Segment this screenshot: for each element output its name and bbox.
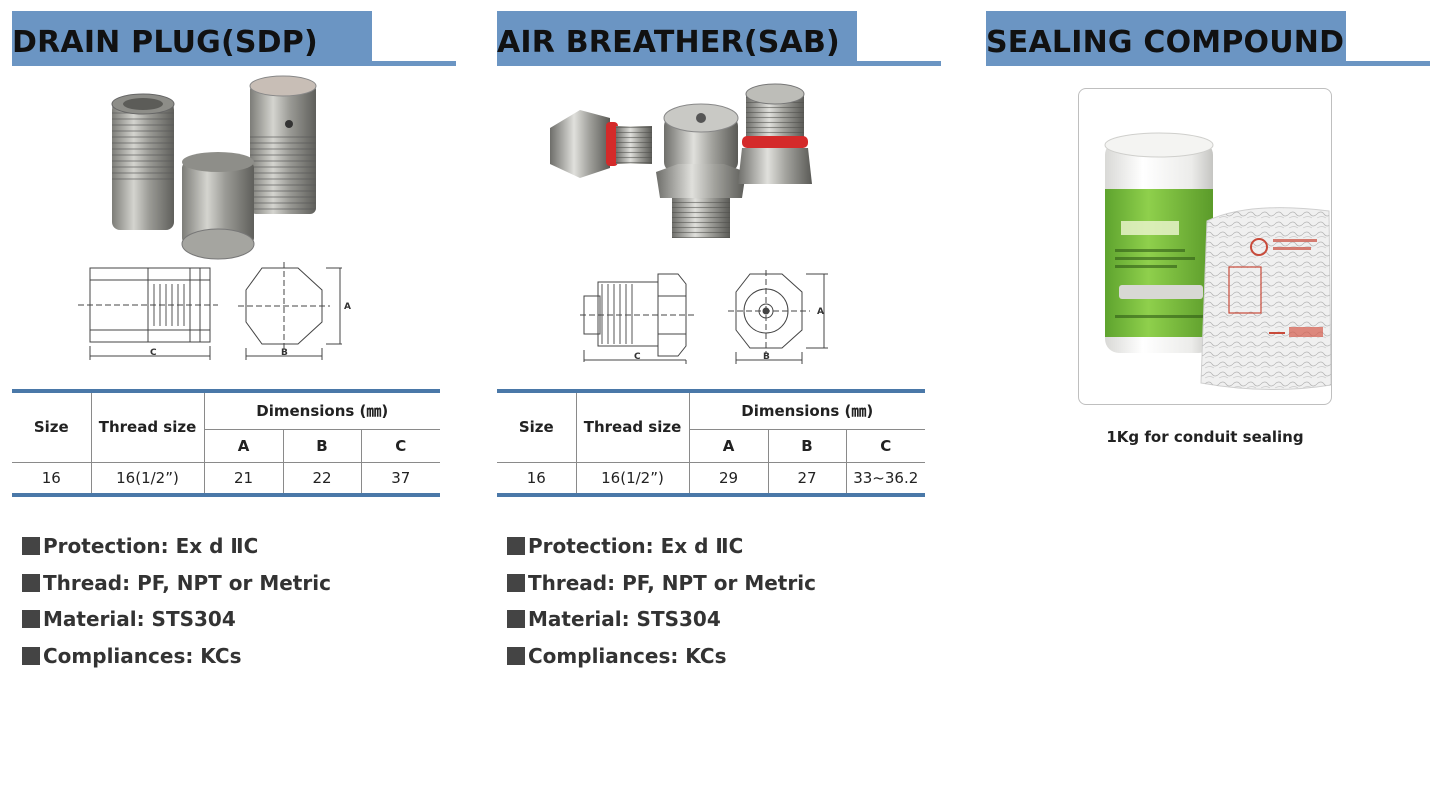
table-row: 16 16(1/2”) 21 22 37 — [12, 462, 440, 494]
list-item: Thread: PF, NPT or Metric — [22, 570, 331, 607]
drain-plug-photo — [111, 75, 317, 260]
sealing-compound-caption: 1Kg for conduit sealing — [1106, 428, 1304, 446]
header-a: A — [689, 429, 769, 463]
feature-text: Thread: PF, NPT or Metric — [43, 570, 331, 595]
cell-size: 16 — [497, 462, 577, 494]
list-item: Material: STS304 — [22, 606, 331, 643]
square-bullet-icon — [22, 610, 40, 628]
header-tab — [12, 11, 372, 63]
section-header-sealing-compound: SEALING COMPOUND — [986, 11, 1430, 66]
header-thread: Thread size — [576, 393, 690, 463]
drain-plug-spec-table: Size Thread size Dimensions (㎜) A B C 16… — [12, 393, 440, 494]
drain-plug-drawing: C B A — [78, 262, 351, 360]
header-a: A — [204, 429, 284, 463]
cell-c: 33~36.2 — [853, 469, 919, 488]
table-bottom-rule — [12, 493, 440, 497]
dim-label-b: B — [281, 348, 288, 358]
header-c: C — [846, 429, 925, 463]
air-breather-drawing: C B A — [580, 270, 828, 364]
dim-label-c: C — [634, 352, 641, 362]
feature-text: Thread: PF, NPT or Metric — [528, 570, 816, 595]
sealing-compound-photo — [1104, 132, 1331, 391]
list-item: Thread: PF, NPT or Metric — [507, 570, 816, 607]
square-bullet-icon — [507, 646, 525, 665]
list-item: Material: STS304 — [507, 606, 816, 643]
list-item: Protection: Ex d ⅡC — [507, 533, 816, 570]
header-thread: Thread size — [91, 393, 205, 463]
table-top-rule — [497, 389, 925, 393]
dim-label-b: B — [763, 352, 770, 362]
square-bullet-icon — [507, 537, 525, 555]
list-item: Compliances: KCs — [22, 643, 331, 680]
cell-b: 27 — [768, 462, 847, 494]
cell-c: 37 — [391, 469, 411, 488]
feature-text: Material: STS304 — [528, 607, 721, 631]
section-title: DRAIN PLUG(SDP) — [12, 25, 318, 60]
air-breather-photo — [550, 83, 812, 238]
cell-size: 16 — [12, 462, 92, 494]
cell-a: 29 — [689, 462, 769, 494]
section-header-drain-plug: DRAIN PLUG(SDP) — [12, 11, 456, 66]
header-tab — [986, 11, 1346, 63]
header-dimensions: Dimensions (㎜) — [689, 393, 925, 430]
square-bullet-icon — [22, 646, 40, 665]
square-bullet-icon — [507, 610, 525, 628]
square-bullet-icon — [507, 573, 525, 592]
feature-text: Material: STS304 — [43, 607, 236, 631]
dim-label-c: C — [150, 348, 157, 358]
header-rule — [986, 61, 1430, 66]
table-bottom-rule — [497, 493, 925, 497]
table-row: 16 16(1/2”) 29 27 33~36.2 — [497, 462, 925, 494]
air-breather-spec-table: Size Thread size Dimensions (㎜) A B C 16… — [497, 393, 925, 494]
air-breather-features: Protection: Ex d ⅡC Thread: PF, NPT or M… — [507, 533, 816, 679]
header-tab — [497, 11, 857, 63]
list-item: Compliances: KCs — [507, 643, 816, 680]
header-rule — [497, 61, 941, 66]
header-rule — [12, 61, 456, 66]
header-b: B — [768, 429, 847, 463]
cell-thread: 16(1/2”) — [91, 462, 205, 494]
dim-label-a: A — [817, 307, 824, 317]
header-dimensions: Dimensions (㎜) — [204, 393, 440, 430]
cell-b: 22 — [283, 462, 362, 494]
square-bullet-icon — [22, 573, 40, 592]
header-size: Size — [497, 393, 577, 463]
cell-thread: 16(1/2”) — [576, 462, 690, 494]
list-item: Protection: Ex d ⅡC — [22, 533, 331, 570]
feature-text: Protection: Ex d ⅡC — [43, 534, 259, 558]
dim-label-a: A — [344, 302, 351, 312]
feature-text: Compliances: KCs — [528, 643, 727, 668]
section-title: SEALING COMPOUND — [986, 25, 1345, 60]
section-title: AIR BREATHER(SAB) — [497, 25, 840, 60]
feature-text: Protection: Ex d ⅡC — [528, 534, 744, 558]
header-b: B — [283, 429, 362, 463]
sealing-compound-photo-frame — [1078, 88, 1332, 405]
square-bullet-icon — [22, 537, 40, 555]
drain-plug-features: Protection: Ex d ⅡC Thread: PF, NPT or M… — [22, 533, 331, 679]
section-header-air-breather: AIR BREATHER(SAB) — [497, 11, 941, 66]
header-c: C — [361, 429, 440, 463]
feature-text: Compliances: KCs — [43, 643, 242, 668]
table-top-rule — [12, 389, 440, 393]
header-size: Size — [12, 393, 92, 463]
cell-a: 21 — [204, 462, 284, 494]
